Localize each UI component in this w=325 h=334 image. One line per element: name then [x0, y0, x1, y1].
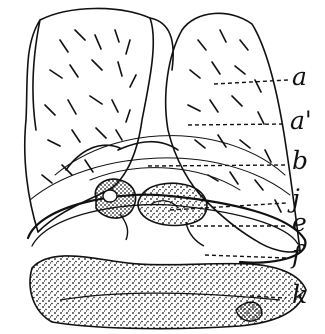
label-b: b [292, 148, 308, 173]
label-a: a [292, 64, 307, 89]
label-f: f [292, 242, 301, 267]
base-stippled [30, 256, 306, 329]
label-k: k [292, 282, 307, 307]
label-a-prime: a' [290, 108, 312, 133]
label-e: e [292, 210, 307, 235]
leader-f [205, 255, 286, 258]
central-body-right [138, 183, 207, 225]
leader-a [214, 80, 288, 84]
leader-b [148, 165, 286, 166]
leader-a-prime [188, 124, 286, 125]
